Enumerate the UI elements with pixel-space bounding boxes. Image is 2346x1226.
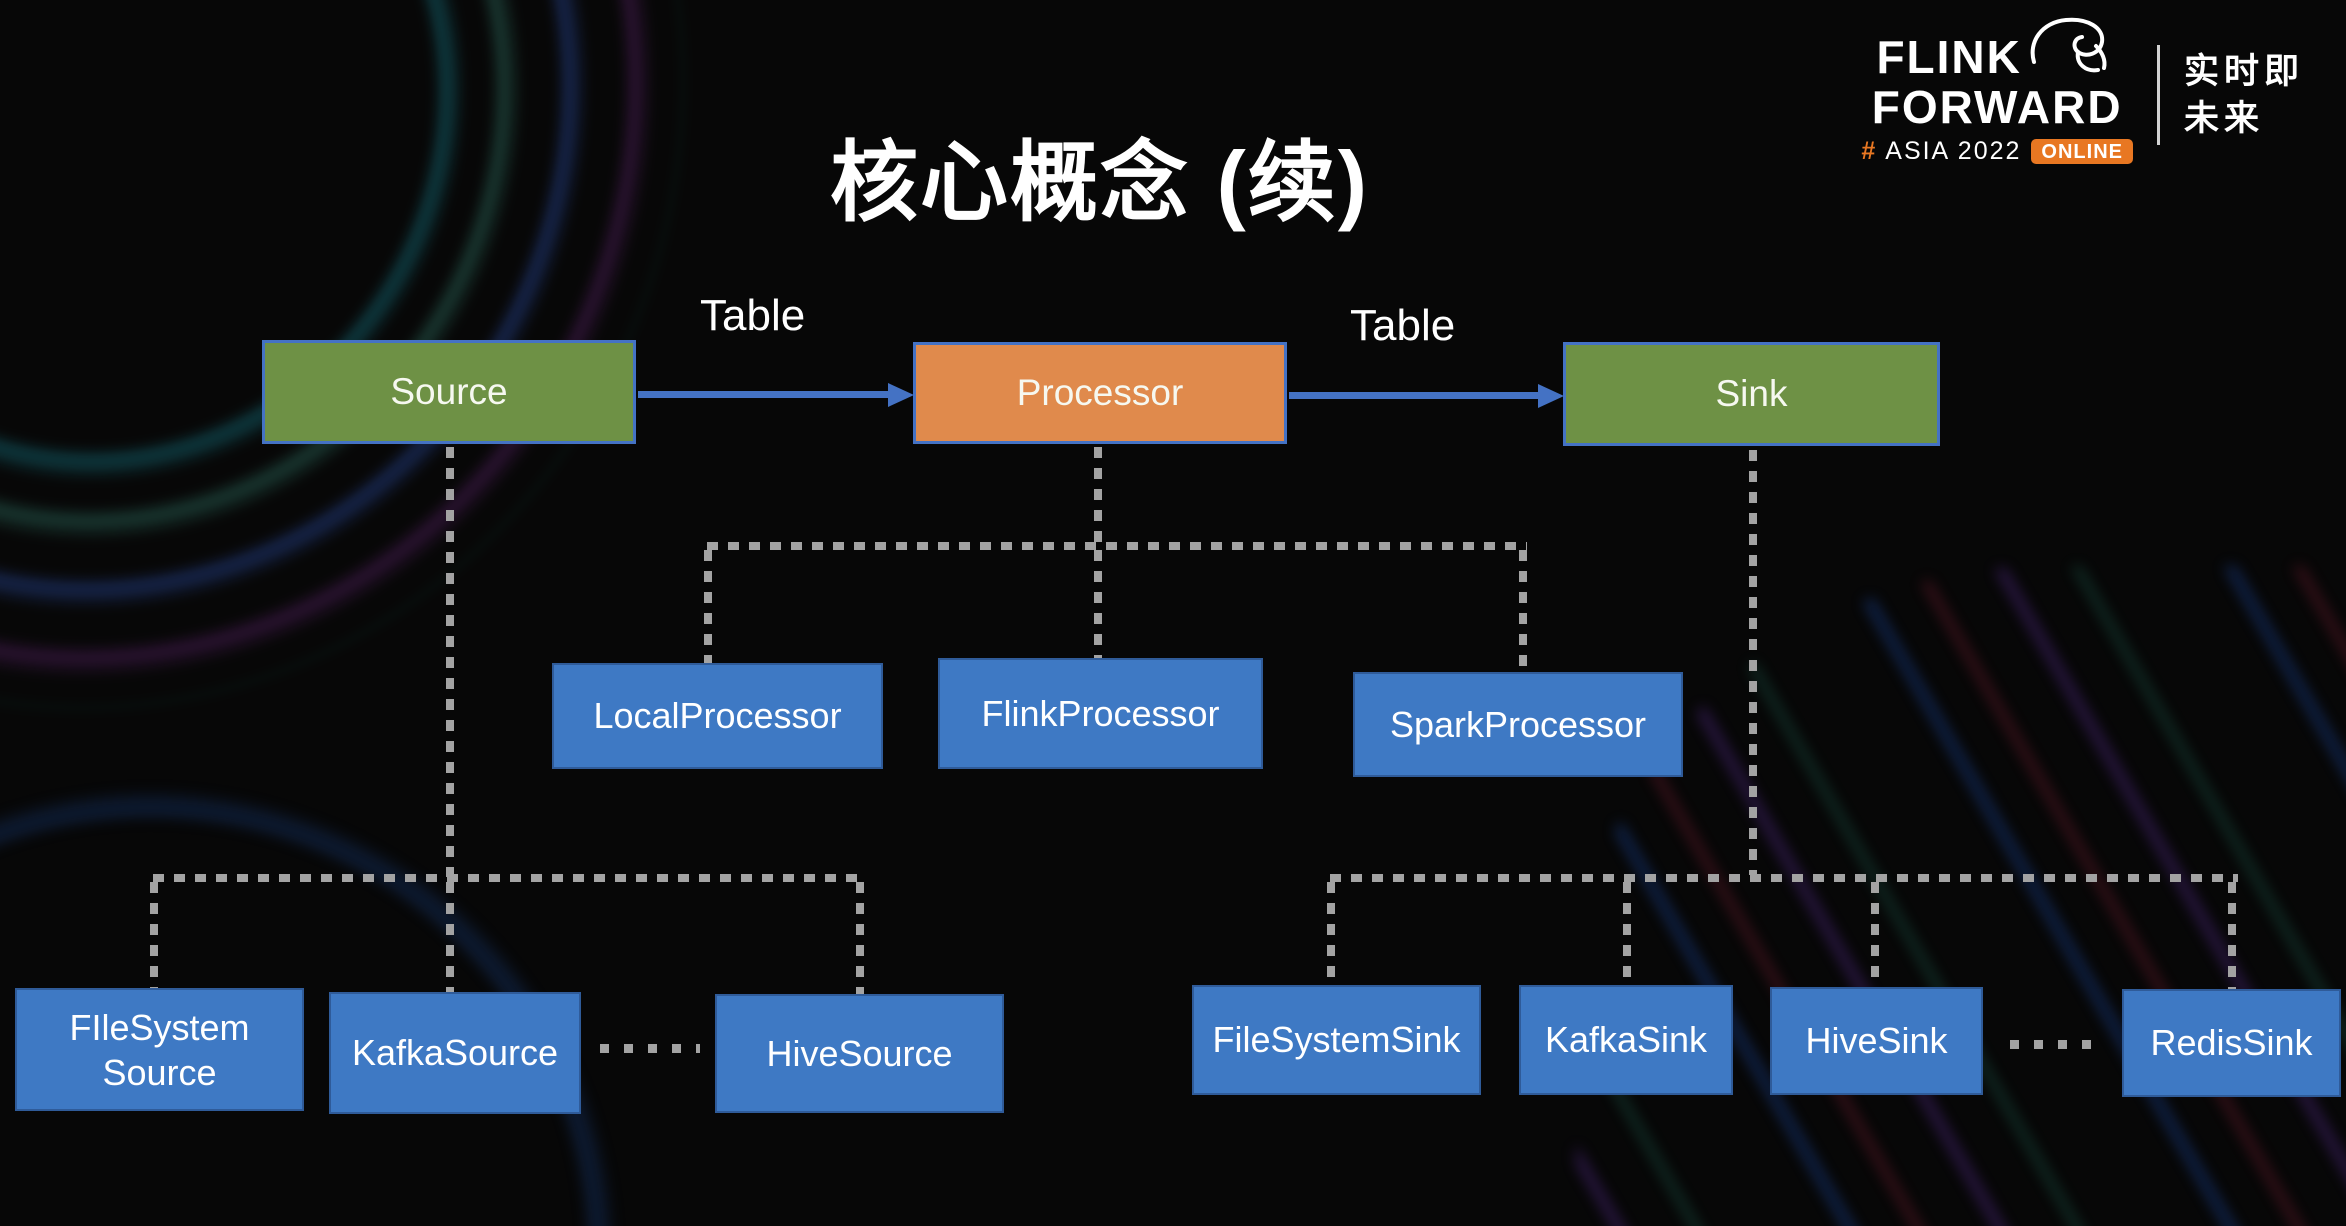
arrow-head-icon [888,383,914,407]
logo-forward-text: FORWARD [1871,81,2123,133]
edge-label-table-source-processor: Table [700,291,806,340]
connector-drop-redis-sink [2228,882,2236,989]
connector-source-stem [446,447,454,877]
connector-drop-filesystem-sink [1327,882,1335,985]
logo-tagline-line1: 实时即 [2183,51,2304,91]
connector-drop-kafka-sink [1623,882,1631,985]
node-hive-source: HiveSource [715,994,1004,1113]
node-processor: Processor [913,342,1287,444]
node-flink-processor: FlinkProcessor [938,658,1263,769]
connector-processor-stem [1094,447,1102,545]
arrow-processor-to-sink [1289,384,1564,408]
page-title: 核心概念 (续) [830,133,1370,232]
logo-tagline: 实时即 未来 [2184,48,2304,143]
connector-drop-flink-processor [1094,550,1102,658]
logo-flink-text: FLINK [1876,31,2022,83]
background-arc-bottom-left [0,746,660,1226]
connector-processor-branch [707,542,1527,550]
connector-drop-filesystem-source [150,882,158,988]
logo-online-badge: ONLINE [2031,139,2133,164]
node-redis-sink: RedisSink [2122,989,2341,1097]
connector-ellipsis-sources [600,1044,700,1053]
connector-drop-hive-source [856,882,864,994]
flink-forward-logo: FLINK FORWARD # ASIA 2022 ONLINE 实时即 未来 [1861,17,2304,165]
connector-ellipsis-sinks [2010,1040,2102,1049]
node-local-processor: LocalProcessor [552,663,883,769]
connector-drop-spark-processor [1519,550,1527,672]
node-sink: Sink [1563,342,1940,446]
node-filesystem-source: FIleSystem Source [15,988,304,1111]
node-kafka-sink: KafkaSink [1519,985,1733,1095]
connector-drop-hive-sink [1871,882,1879,987]
connector-drop-kafka-source [446,882,454,992]
node-filesystem-source-line1: FIleSystem [69,1006,250,1048]
logo-hash: # [1861,137,1878,165]
edge-label-table-processor-sink: Table [1350,301,1456,350]
connector-drop-local-processor [704,550,712,663]
arrow-shaft [1289,392,1540,399]
connector-sink-stem [1749,450,1757,875]
arrow-shaft [638,391,890,398]
node-hive-sink: HiveSink [1770,987,1983,1095]
squirrel-icon [2030,17,2107,73]
connector-sink-branch [1330,874,2238,882]
node-source: Source [262,340,636,444]
arrow-source-to-processor [638,383,914,407]
arrow-head-icon [1538,384,1564,408]
node-spark-processor: SparkProcessor [1353,672,1683,777]
logo-wordmark: FLINK FORWARD # ASIA 2022 ONLINE [1861,17,2133,165]
node-filesystem-source-line2: Source [102,1051,217,1093]
logo-divider [2156,45,2160,145]
node-filesystem-sink: FileSystemSink [1192,985,1481,1095]
logo-tagline-line2: 未来 [2183,99,2264,138]
logo-asia-text: ASIA 2022 [1885,137,2022,165]
node-kafka-source: KafkaSource [329,992,581,1114]
connector-source-branch [153,874,867,882]
